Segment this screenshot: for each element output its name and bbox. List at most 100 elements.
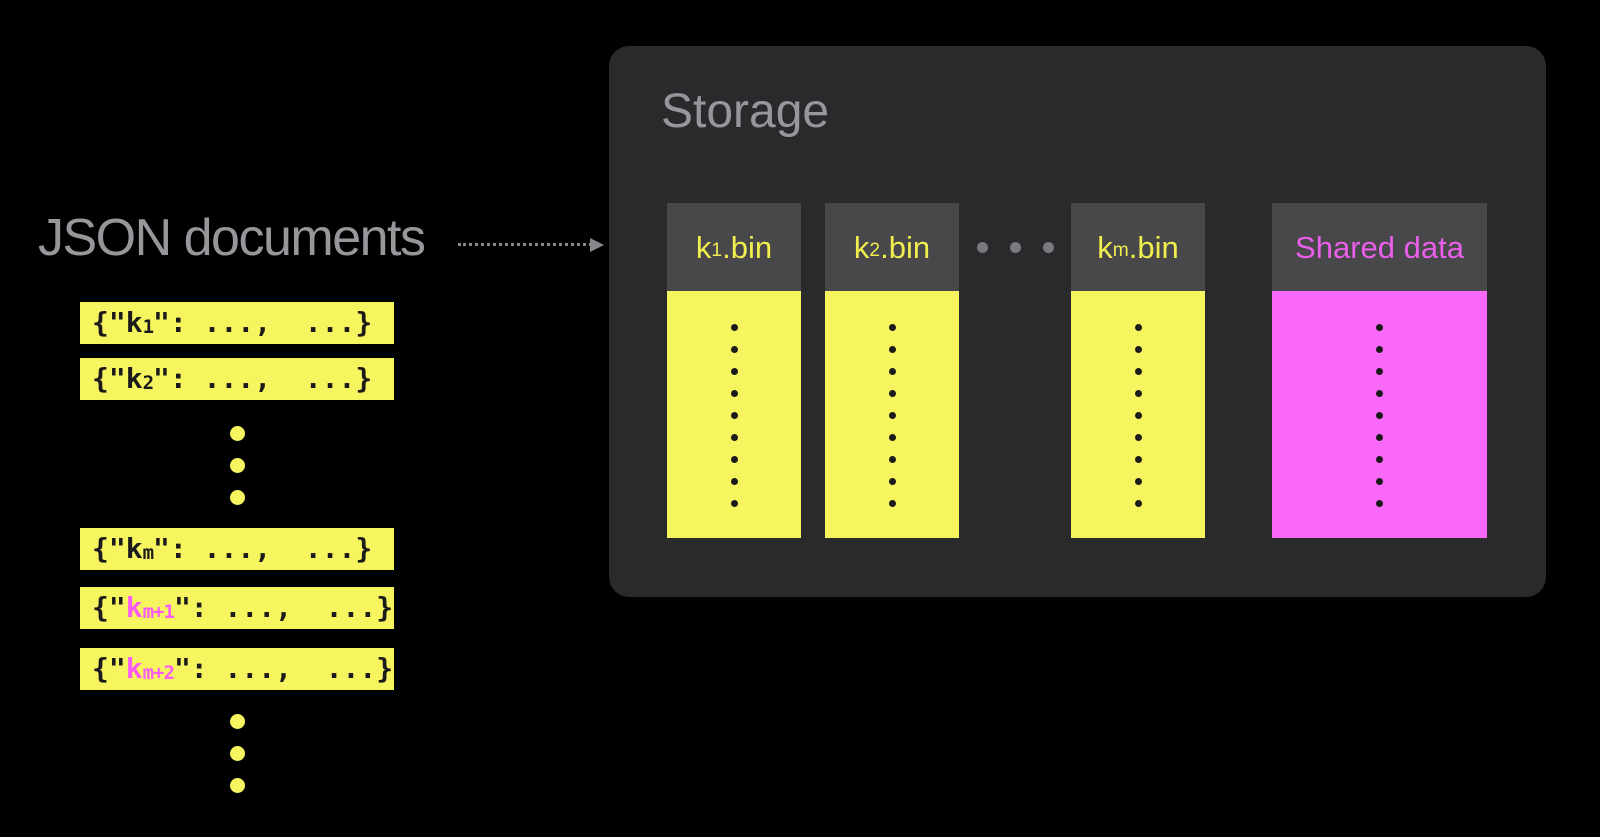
data-dot [1134, 478, 1142, 485]
data-dot [1376, 324, 1383, 331]
data-dot [1376, 434, 1383, 441]
doc-key-subscript: 2 [142, 371, 155, 394]
data-dot [1376, 346, 1383, 353]
bin-label-subscript: m [1112, 239, 1129, 261]
data-dot [888, 500, 896, 507]
data-dot [888, 456, 896, 463]
ellipsis-dots [80, 426, 394, 505]
dotted-arrow [456, 237, 604, 253]
bin-label-key: k [853, 229, 870, 265]
data-dot [730, 390, 738, 397]
doc-key: k [125, 652, 143, 685]
bin-contents [1272, 291, 1487, 538]
bin-label-extension: .bin [880, 229, 931, 265]
doc-key: k [125, 306, 143, 339]
doc-suffix: ": ..., ...} [173, 652, 394, 685]
bin-contents [667, 291, 801, 538]
doc-key-subscript: m [142, 541, 155, 564]
doc-suffix: ": ..., ...} [153, 532, 373, 565]
data-dot [730, 412, 738, 419]
data-dot [1376, 456, 1383, 463]
data-dot [730, 500, 738, 507]
bin-label-subscript: 2 [869, 239, 881, 261]
doc-prefix: {" [92, 362, 126, 395]
data-dot [1376, 412, 1383, 419]
doc-suffix: ": ..., ...} [173, 591, 394, 624]
bin-label: Shared data [1272, 203, 1487, 291]
doc-key: k [125, 532, 143, 565]
data-dot [1376, 390, 1383, 397]
ellipsis-dot [229, 778, 245, 793]
ellipsis-dot [229, 746, 245, 761]
data-dot [1134, 500, 1142, 507]
column-ellipsis-dot [1043, 242, 1054, 253]
data-dot [730, 456, 738, 463]
ellipsis-dot [229, 714, 245, 729]
column-ellipsis-dot [1010, 242, 1021, 253]
doc-key-subscript: m+2 [142, 661, 175, 684]
doc-key: k [125, 591, 143, 624]
doc-suffix: ": ..., ...} [153, 306, 373, 339]
data-dot [1134, 368, 1142, 375]
bin-contents [1071, 291, 1205, 538]
data-dot [1134, 434, 1142, 441]
bin-label-text: Shared data [1295, 229, 1464, 265]
data-dot [888, 368, 896, 375]
data-dot [1134, 324, 1142, 331]
data-dot [1134, 346, 1142, 353]
data-dot [730, 346, 738, 353]
storage-title: Storage [661, 85, 830, 138]
data-dot [1134, 390, 1142, 397]
doc-prefix: {" [92, 532, 126, 565]
data-dot [1376, 500, 1383, 507]
arrow-head-icon [590, 238, 604, 252]
data-dot [1376, 368, 1383, 375]
bin-label-extension: .bin [1128, 229, 1179, 265]
data-dot [888, 324, 896, 331]
data-dot [730, 434, 738, 441]
data-dot [888, 346, 896, 353]
data-dot [888, 478, 896, 485]
data-dot [730, 368, 738, 375]
data-dot [888, 412, 896, 419]
data-dot [730, 324, 738, 331]
data-dot [888, 434, 896, 441]
doc-prefix: {" [92, 306, 126, 339]
ellipsis-dot [229, 458, 245, 473]
dotted-arrow-line [458, 243, 592, 246]
doc-prefix: {" [92, 652, 126, 685]
storage-column-shared-data: Shared data [1272, 203, 1487, 538]
bin-contents [825, 291, 959, 538]
bin-label-extension: .bin [722, 229, 773, 265]
doc-key: k [125, 362, 143, 395]
doc-suffix: ": ..., ...} [153, 362, 373, 395]
bin-label-key: k [1097, 229, 1113, 265]
doc-key-subscript: m+1 [142, 600, 175, 623]
data-dot [888, 390, 896, 397]
data-dot [1134, 456, 1142, 463]
json-documents-label: JSON documents [38, 209, 426, 267]
column-ellipsis-dots [977, 242, 1054, 253]
bin-label-key: k [695, 229, 712, 265]
data-dot [1376, 478, 1383, 485]
column-ellipsis-dot [977, 242, 988, 253]
ellipsis-dot [229, 426, 245, 441]
doc-key-subscript: 1 [142, 315, 155, 338]
bin-label-subscript: 1 [711, 239, 723, 261]
ellipsis-dots [80, 714, 394, 793]
data-dot [1134, 412, 1142, 419]
ellipsis-dot [229, 490, 245, 505]
